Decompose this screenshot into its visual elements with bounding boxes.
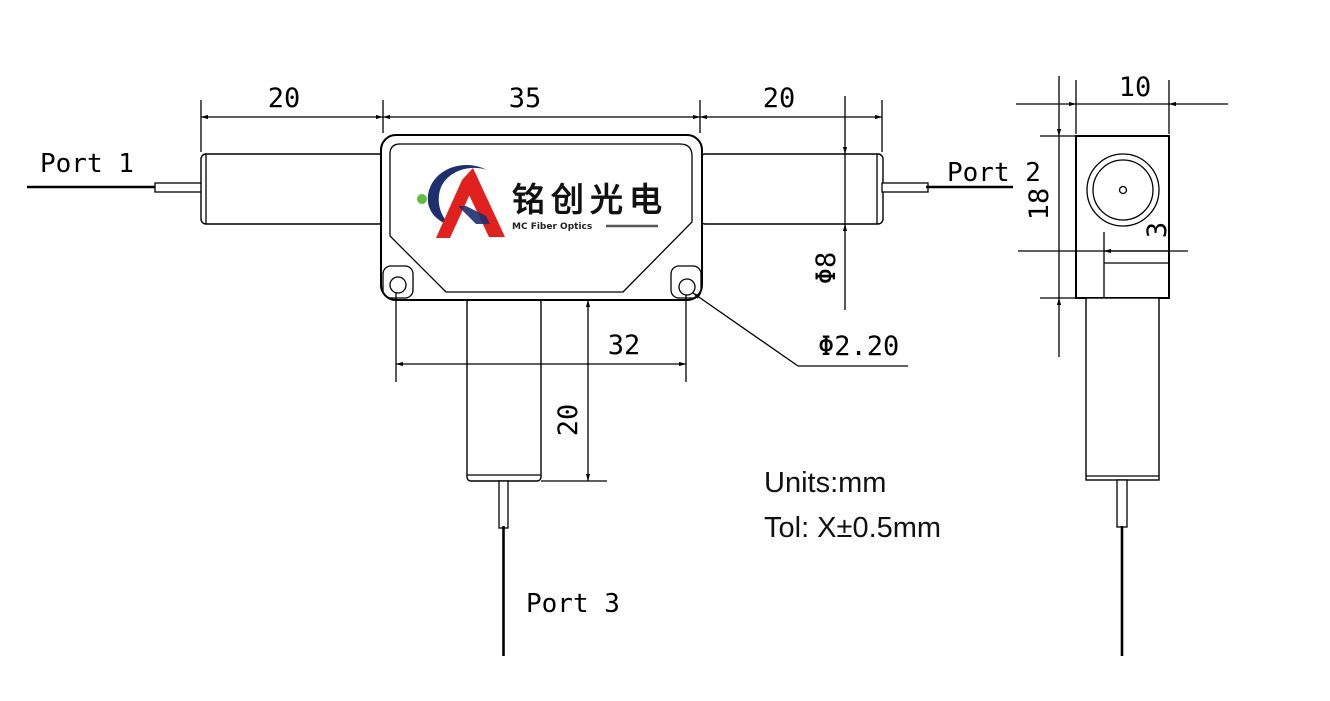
tolerance-note: Tol: X±0.5mm	[764, 512, 941, 544]
logo-chinese-name: 铭创光电	[512, 180, 668, 219]
dim-side-offset: 3	[1142, 222, 1173, 238]
left-tube	[200, 153, 385, 225]
company-logo: 铭创光电 MC Fiber Optics	[417, 164, 668, 238]
right-tube	[699, 153, 884, 225]
dim-tube-diameter: Φ8	[811, 252, 842, 285]
isolator-body	[380, 134, 703, 301]
units-note: Units:mm	[764, 467, 886, 499]
side-view: 10 18 3	[1016, 72, 1228, 656]
dim-side-width: 10	[1119, 72, 1152, 103]
side-fiber-end	[1118, 185, 1128, 195]
dimension-side-offset: 3	[1018, 222, 1188, 254]
side-body	[1075, 135, 1170, 299]
bottom-tube	[466, 297, 542, 482]
mounting-hole-left	[382, 265, 414, 299]
port3-sleeve	[498, 480, 509, 529]
logo-green-dot	[417, 194, 427, 204]
port3-label: Port 3	[526, 589, 620, 619]
dimension-tube-diameter: Φ8	[811, 96, 848, 310]
logo-red-right	[462, 168, 505, 237]
dimension-hole-diameter: Φ2.20	[692, 292, 908, 367]
dim-side-height: 18	[1024, 188, 1055, 221]
logo-red-left	[436, 180, 470, 238]
dimension-side-height: 18	[1024, 76, 1086, 357]
port2-sleeve	[881, 182, 929, 193]
side-bottom-tube	[1085, 297, 1160, 481]
dimension-side-width: 10	[1016, 72, 1228, 134]
port2-label: Port 2	[947, 158, 1041, 188]
dim-hole-diameter: Φ2.20	[818, 331, 899, 362]
logo-navy-inner	[458, 206, 490, 224]
port1-sleeve	[154, 182, 204, 193]
dim-hole-spacing: 32	[608, 330, 641, 361]
side-port3-sleeve	[1116, 479, 1128, 528]
label-plate	[389, 143, 693, 293]
dim-right-tube-length: 20	[763, 83, 796, 114]
dimension-hole-spacing: 32	[395, 292, 687, 382]
side-tube-inner	[1092, 159, 1154, 221]
side-tube-outer	[1086, 153, 1160, 227]
dimension-top: 20 35 20	[200, 83, 883, 152]
port1-label: Port 1	[40, 149, 134, 179]
front-view: 铭创光电 MC Fiber Optics 20 35 20 Φ8	[27, 83, 1041, 656]
dim-body-length: 35	[509, 83, 542, 114]
dim-left-tube-length: 20	[268, 83, 301, 114]
logo-english-name: MC Fiber Optics	[512, 222, 592, 232]
logo-navy-swoosh	[427, 164, 487, 226]
dim-bottom-tube-length: 20	[553, 404, 584, 437]
dimension-bottom-tube: 20	[541, 300, 607, 482]
